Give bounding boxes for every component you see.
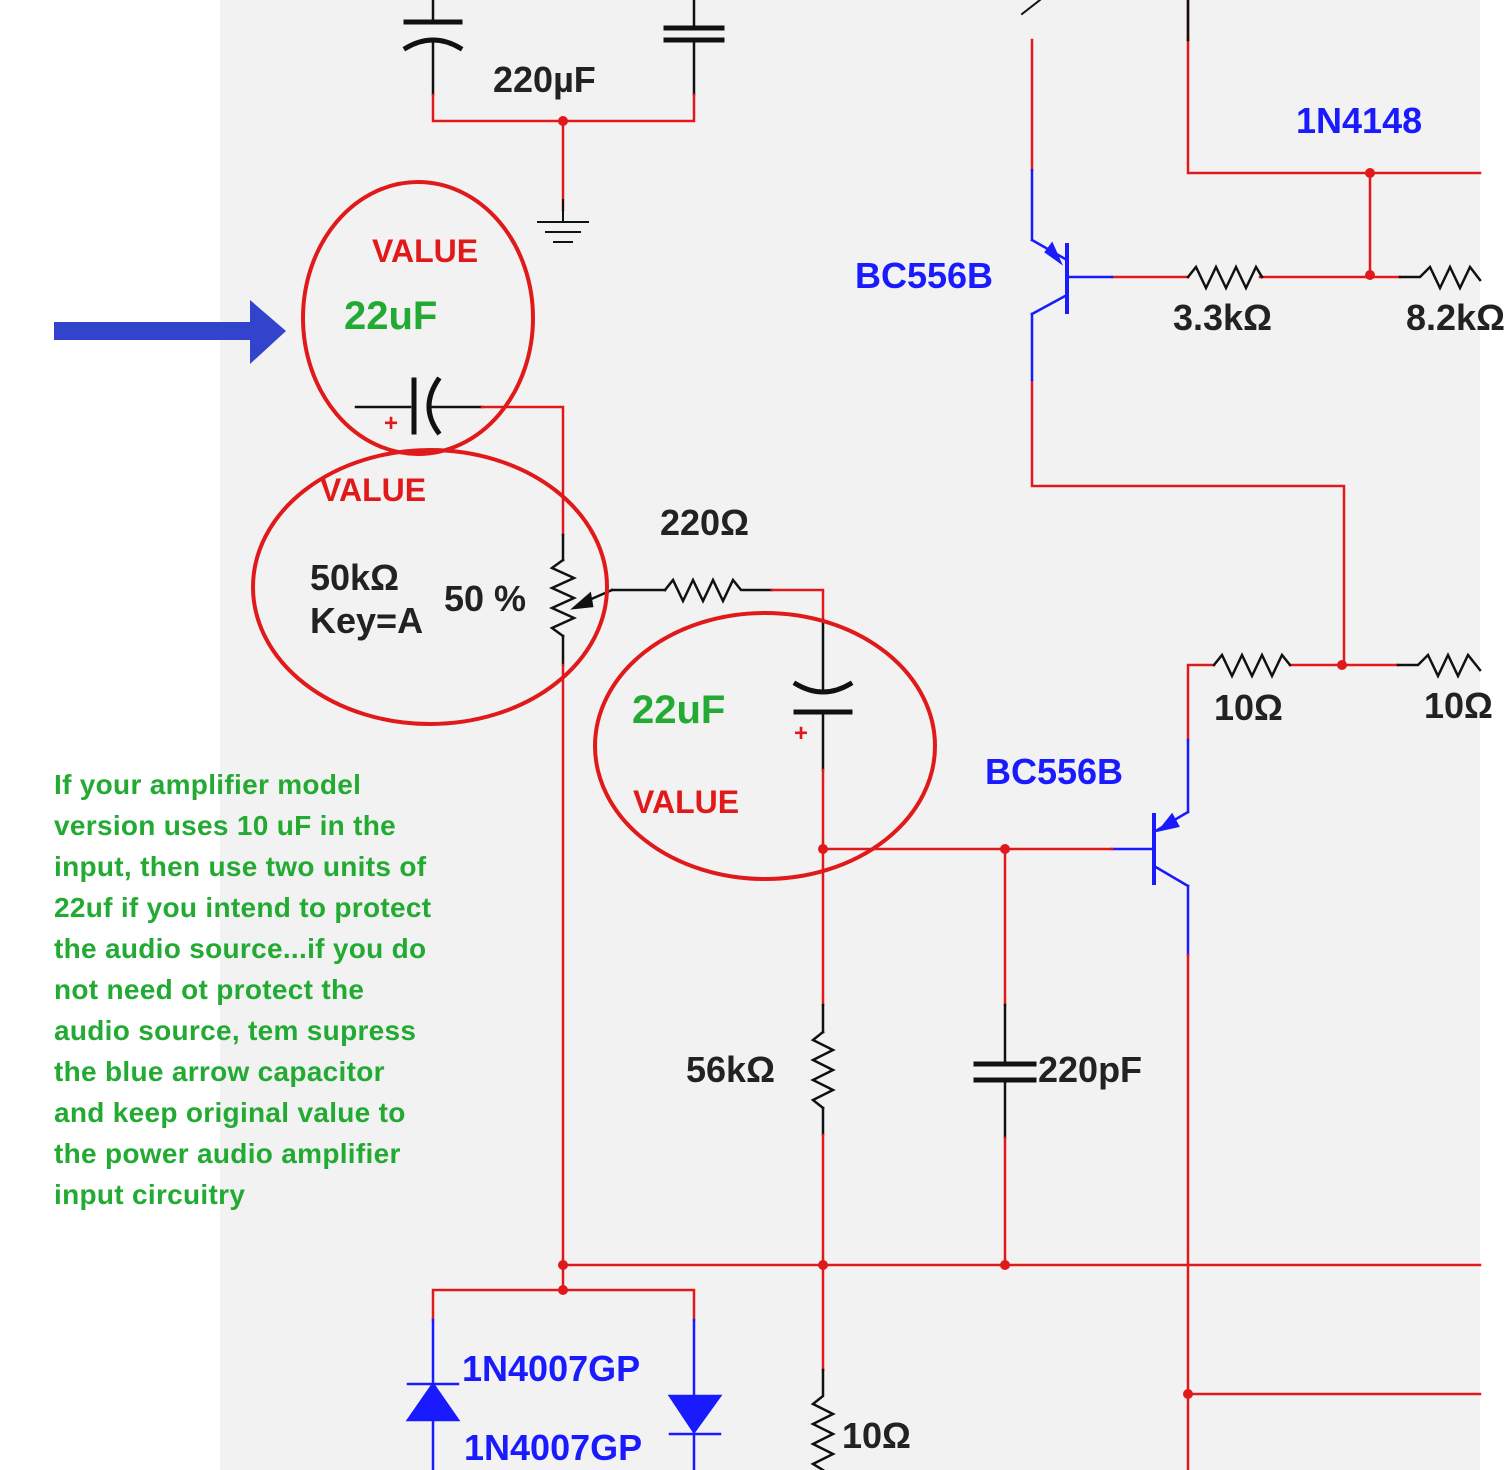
resistor-8k2 <box>1398 264 1482 291</box>
junction-dot <box>1337 660 1347 670</box>
junction-dot <box>1365 168 1375 178</box>
page-margin <box>0 0 220 1470</box>
wire-top-right <box>1030 0 1482 742</box>
label-diode-1n4148: 1N4148 <box>1296 100 1423 141</box>
annotation-value-3: VALUE <box>633 784 740 820</box>
junction-dot <box>1365 270 1375 280</box>
note-line: the power audio amplifier <box>54 1138 401 1169</box>
polarity-plus-1: + <box>384 410 399 437</box>
label-diode-d1: 1N4007GP <box>462 1348 641 1389</box>
label-transistor-q2: BC556B <box>985 751 1124 792</box>
note-line: If your amplifier model <box>54 769 362 800</box>
label-resistor-56k: 56kΩ <box>686 1049 775 1090</box>
capacitor-feedback <box>792 618 854 772</box>
label-resistor-10-a: 10Ω <box>1214 687 1283 728</box>
note-line: and keep original value to <box>54 1097 406 1128</box>
label-cap-220pf: 220pF <box>1038 1049 1143 1090</box>
blue-arrow-icon <box>54 300 286 364</box>
note-line: version uses 10 uF in the <box>54 810 397 841</box>
instruction-note: If your amplifier model version uses 10 … <box>54 764 524 1210</box>
capacitor-220uf <box>402 0 725 97</box>
label-transistor-q1: BC556B <box>855 255 994 296</box>
resistor-10-b <box>1396 652 1482 679</box>
label-resistor-10-bottom: 10Ω <box>842 1415 911 1456</box>
junction-dot <box>1000 1260 1010 1270</box>
junction-dot <box>558 1260 568 1270</box>
label-cap-220uf: 220µF <box>493 59 596 100</box>
wire-cap-ground <box>431 93 696 212</box>
schematic-canvas <box>220 0 1480 1470</box>
label-resistor-10-b: 10Ω <box>1424 685 1493 726</box>
resistor-10-a <box>1212 652 1292 679</box>
resistor-56k <box>810 1003 836 1137</box>
polarity-plus-2: + <box>794 720 809 747</box>
note-line: the blue arrow capacitor <box>54 1056 385 1087</box>
highlight-circle-feedback-cap <box>593 611 937 881</box>
wire-ground-rail <box>431 1263 1482 1322</box>
label-pot-value: 50kΩ <box>310 557 399 598</box>
resistor-10-bottom <box>810 1368 836 1470</box>
diode-d1 <box>405 1318 461 1470</box>
diode-d2 <box>667 1318 723 1470</box>
highlight-circle-pot <box>251 448 609 726</box>
note-line: input, then use two units of <box>54 851 427 882</box>
highlight-circle-input-cap <box>301 180 535 456</box>
junction-dot <box>818 844 828 854</box>
junction-dot <box>558 1285 568 1295</box>
note-line: not need ot protect the <box>54 974 365 1005</box>
note-line: 22uf if you intend to protect <box>54 892 432 923</box>
potentiometer-50k <box>548 533 614 667</box>
annotation-value-1: VALUE <box>372 233 479 269</box>
label-resistor-220: 220Ω <box>660 502 749 543</box>
note-line: input circuitry <box>54 1179 246 1210</box>
resistor-220 <box>663 577 774 604</box>
wire-input <box>480 405 565 537</box>
label-resistor-8k2: 8.2kΩ <box>1406 297 1505 338</box>
transistor-q2 <box>1110 738 1190 957</box>
junction-dot <box>1000 844 1010 854</box>
capacitor-input <box>354 376 484 436</box>
ground-symbol <box>537 199 589 243</box>
note-line: the audio source...if you do <box>54 933 427 964</box>
annotation-cap-input-22uf: 22uF <box>344 294 438 338</box>
capacitor-220pf <box>973 1003 1037 1140</box>
junction-dot <box>558 116 568 126</box>
annotation-cap-feedback-22uf: 22uF <box>632 688 726 732</box>
annotation-value-2: VALUE <box>320 472 427 508</box>
transistor-q1 <box>1030 168 1114 382</box>
label-pot-percent: 50 % <box>444 578 527 619</box>
label-diode-d2: 1N4007GP <box>464 1427 643 1468</box>
wire-feedback <box>821 768 1114 1007</box>
resistor-3k3 <box>1186 264 1264 291</box>
junction-dot <box>818 1260 828 1270</box>
label-resistor-3k3: 3.3kΩ <box>1173 297 1272 338</box>
junction-dot <box>1183 1389 1193 1399</box>
label-pot-key: Key=A <box>310 600 424 641</box>
note-line: audio source, tem supress <box>54 1015 417 1046</box>
